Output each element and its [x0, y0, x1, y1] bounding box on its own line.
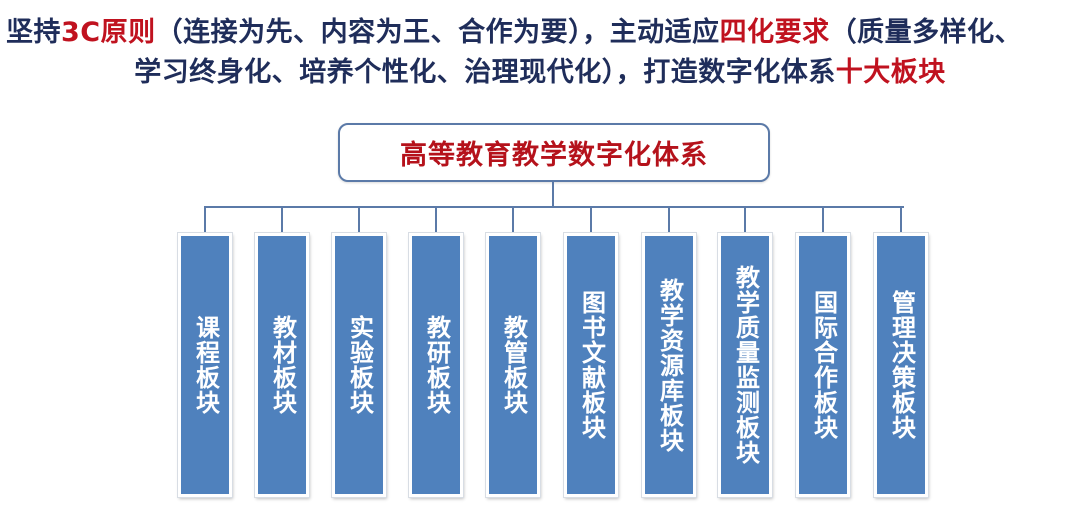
- headline-highlight-four: 四化要求: [719, 17, 830, 48]
- branch-label: 图书文献板块: [577, 290, 606, 440]
- branch-connector: [435, 206, 437, 234]
- branch-label: 管理决策板块: [887, 290, 916, 440]
- branch-decision: 管理决策板块: [874, 233, 928, 497]
- branch-label: 课程板块: [191, 315, 220, 415]
- branch-label: 教研板块: [422, 315, 451, 415]
- branch-label: 教学资源库板块: [655, 277, 684, 453]
- horizontal-connector: [204, 206, 904, 208]
- branch-label: 实验板块: [345, 315, 374, 415]
- branch-course: 课程板块: [178, 233, 232, 497]
- headline-text: （质量多样化、: [829, 17, 1023, 48]
- branch-international: 国际合作板块: [796, 233, 850, 497]
- branch-label: 教学质量监测板块: [731, 265, 760, 465]
- headline-text: （连接为先、内容为王、合作为要），主动适应: [155, 17, 720, 48]
- branch-connector: [281, 206, 283, 234]
- branch-connector: [822, 206, 824, 234]
- branch-connector: [512, 206, 514, 234]
- branch-experiment: 实验板块: [332, 233, 386, 497]
- headline-highlight-3c: 3C原则: [61, 17, 156, 48]
- branch-label: 教材板块: [268, 315, 297, 415]
- headline-highlight-ten: 十大板块: [835, 57, 946, 88]
- branch-label: 国际合作板块: [809, 290, 838, 440]
- branch-connector: [668, 206, 670, 234]
- branch-label: 教管板块: [499, 315, 528, 415]
- headline-line-2: 学习终身化、培养个性化、治理现代化），打造数字化体系十大板块: [0, 50, 1080, 89]
- headline-text: 坚持: [6, 17, 61, 48]
- branch-connector: [204, 206, 206, 234]
- branch-teaching-management: 教管板块: [486, 233, 540, 497]
- branch-library: 图书文献板块: [564, 233, 618, 497]
- branch-textbook: 教材板块: [255, 233, 309, 497]
- branch-quality-monitoring: 教学质量监测板块: [718, 233, 772, 497]
- headline-line-1: 坚持3C原则（连接为先、内容为王、合作为要），主动适应四化要求（质量多样化、: [6, 10, 1080, 49]
- branch-connector: [590, 206, 592, 234]
- root-connector: [552, 180, 554, 207]
- branch-connector: [358, 206, 360, 234]
- branch-teaching-research: 教研板块: [409, 233, 463, 497]
- root-node: 高等教育教学数字化体系: [338, 123, 770, 182]
- branch-resource-library: 教学资源库板块: [642, 233, 696, 497]
- branch-connector: [744, 206, 746, 234]
- root-node-title: 高等教育教学数字化体系: [400, 140, 708, 171]
- headline-text: 学习终身化、培养个性化、治理现代化），打造数字化体系: [134, 57, 836, 88]
- branch-connector: [900, 206, 902, 234]
